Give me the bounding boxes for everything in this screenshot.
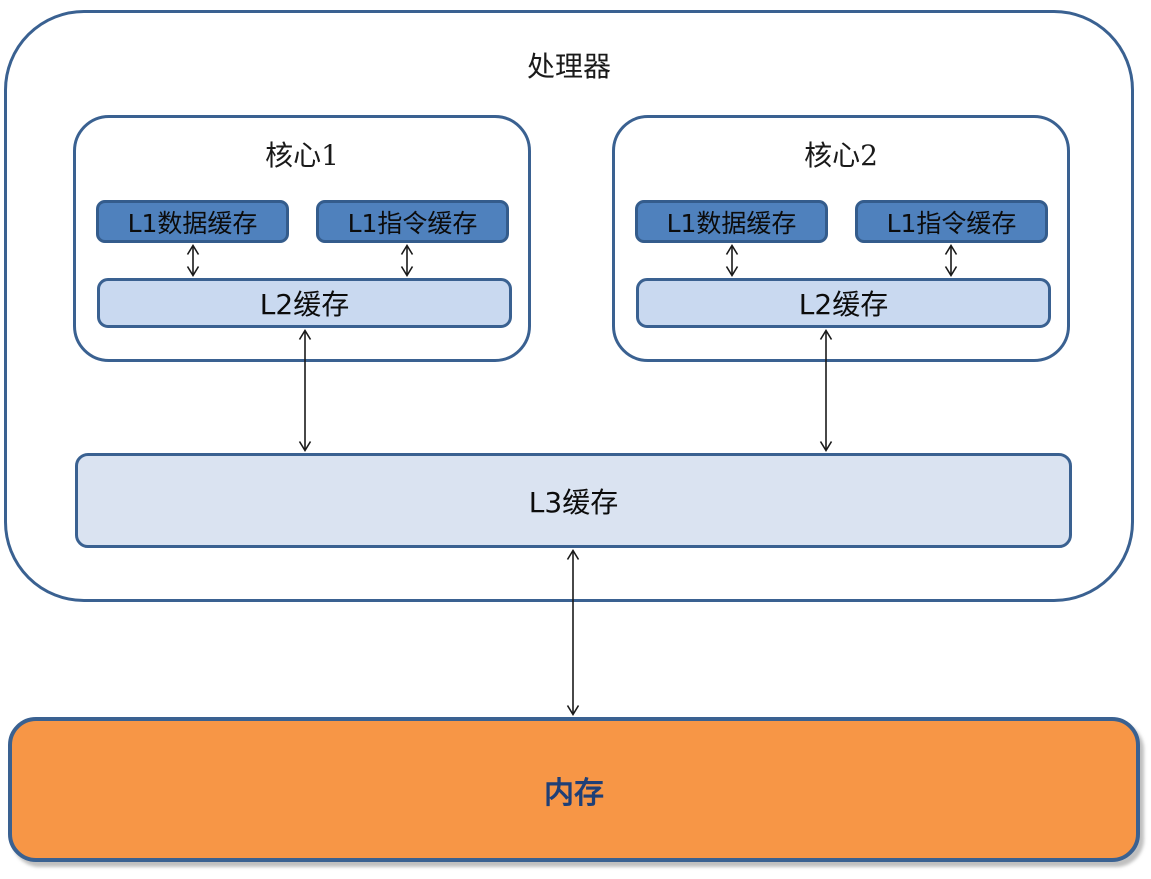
memory-box: 内存 bbox=[8, 717, 1140, 862]
processor-box: 处理器 核心1 L1数据缓存 L1指令缓存 L2缓存 bbox=[4, 10, 1134, 602]
core1-box: 核心1 L1数据缓存 L1指令缓存 L2缓存 bbox=[73, 115, 531, 362]
double-arrow-icon bbox=[723, 243, 741, 278]
double-arrow-icon bbox=[296, 328, 314, 453]
core1-l1-instruction-cache: L1指令缓存 bbox=[316, 200, 509, 243]
core1-l1-data-cache: L1数据缓存 bbox=[96, 200, 289, 243]
double-arrow-icon bbox=[817, 328, 835, 453]
core2-l1-data-cache: L1数据缓存 bbox=[635, 200, 828, 243]
double-arrow-icon bbox=[398, 243, 416, 278]
double-arrow-icon bbox=[564, 548, 582, 717]
core2-l2-cache: L2缓存 bbox=[636, 278, 1051, 328]
memory-label: 内存 bbox=[544, 775, 604, 811]
core1-l2-cache: L2缓存 bbox=[97, 278, 512, 328]
core1-label: 核心1 bbox=[265, 139, 339, 172]
double-arrow-icon bbox=[184, 243, 202, 278]
core2-box: 核心2 L1数据缓存 L1指令缓存 L2缓存 bbox=[612, 115, 1070, 362]
core2-l1-instruction-cache: L1指令缓存 bbox=[855, 200, 1048, 243]
double-arrow-icon bbox=[942, 243, 960, 278]
processor-label: 处理器 bbox=[526, 50, 611, 83]
l3-cache: L3缓存 bbox=[75, 453, 1072, 548]
core2-label: 核心2 bbox=[804, 139, 878, 172]
